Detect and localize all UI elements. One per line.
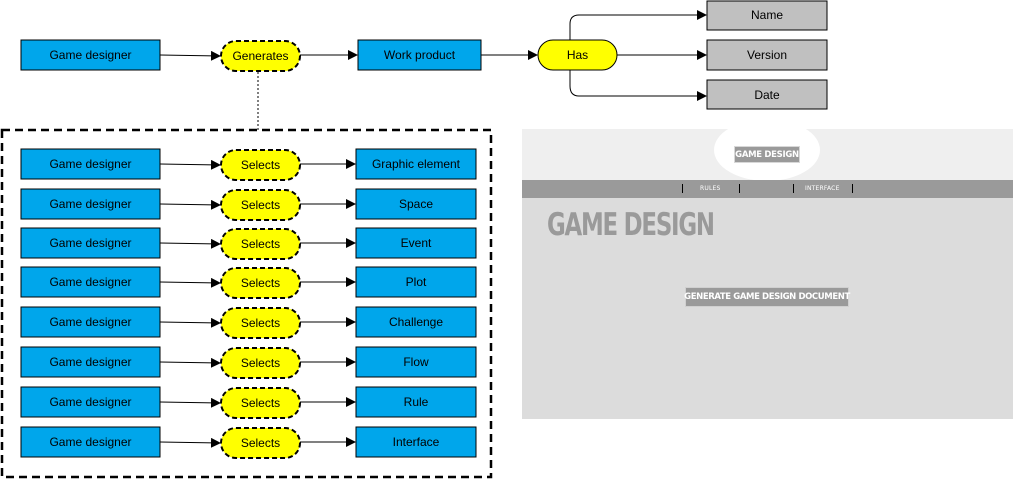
mockup-page-title: GAME DESIGN: [547, 207, 715, 243]
row-target-label: Flow: [403, 355, 429, 369]
edge-has-name: [569, 10, 707, 40]
row-actor-label: Game designer: [49, 315, 131, 329]
row-selects-node: Selects: [220, 307, 301, 339]
generates-node: Generates: [220, 40, 301, 72]
row-selects-label: Selects: [241, 316, 280, 330]
row-actor-node: Game designer: [20, 188, 161, 220]
row-actor-label: Game designer: [49, 236, 131, 250]
edge-actor-selects: [159, 357, 221, 368]
row-target-label: Interface: [393, 435, 440, 449]
row-target-label: Space: [399, 197, 433, 211]
row-actor-label: Game designer: [49, 197, 131, 211]
selection-row: Game designer Selects Flow: [20, 346, 477, 379]
generate-document-button[interactable]: GENERATE GAME DESIGN DOCUMENT: [684, 287, 850, 307]
row-actor-node: Game designer: [20, 148, 161, 180]
attribute-name-node: Name: [706, 0, 828, 31]
edge-actor-selects: [159, 317, 221, 328]
top-actor-label: Game designer: [49, 48, 131, 62]
row-selects-label: Selects: [241, 356, 280, 370]
row-selects-node: Selects: [220, 347, 301, 379]
attribute-date-label: Date: [754, 88, 780, 102]
selection-row: Game designer Selects Graphic element: [20, 148, 477, 181]
attribute-version-label: Version: [747, 48, 787, 62]
nav-item-interface[interactable]: INTERFACE: [805, 185, 840, 192]
row-actor-node: Game designer: [20, 426, 161, 458]
row-target-node: Event: [355, 227, 477, 259]
edge-actor-selects: [159, 277, 221, 288]
nav-item-rules[interactable]: RULES: [700, 185, 721, 192]
row-actor-label: Game designer: [49, 355, 131, 369]
row-selects-node: Selects: [220, 189, 301, 221]
row-actor-label: Game designer: [49, 435, 131, 449]
attribute-date-node: Date: [706, 79, 828, 110]
edge-actor-selects: [159, 199, 221, 210]
row-selects-label: Selects: [241, 276, 280, 290]
edge-actor-selects: [159, 437, 221, 448]
has-label: Has: [567, 48, 588, 62]
mockup-nav-bar: RULES INTERFACE: [522, 180, 1013, 198]
edge-actor-selects: [159, 397, 221, 408]
row-target-node: Flow: [355, 346, 477, 378]
edge-actor-generates: [159, 50, 221, 61]
row-target-label: Challenge: [389, 315, 443, 329]
nav-separator: [739, 184, 740, 193]
selection-group-frame: [0, 128, 493, 479]
row-actor-node: Game designer: [20, 266, 161, 298]
row-selects-node: Selects: [220, 228, 301, 260]
row-selects-node: Selects: [220, 267, 301, 299]
row-actor-node: Game designer: [20, 227, 161, 259]
selection-row: Game designer Selects Rule: [20, 386, 477, 419]
row-target-node: Plot: [355, 266, 477, 298]
row-target-node: Interface: [355, 426, 477, 458]
nav-separator: [793, 184, 794, 193]
top-actor-node: Game designer: [20, 39, 161, 71]
row-target-node: Rule: [355, 386, 477, 418]
row-selects-node: Selects: [220, 387, 301, 419]
mockup-logo-label[interactable]: GAME DESIGN: [734, 146, 800, 163]
row-actor-label: Game designer: [49, 275, 131, 289]
row-actor-label: Game designer: [49, 157, 131, 171]
row-selects-label: Selects: [241, 396, 280, 410]
nav-separator: [852, 184, 853, 193]
attribute-name-label: Name: [751, 8, 783, 22]
row-target-label: Graphic element: [372, 157, 461, 171]
row-target-node: Graphic element: [355, 148, 477, 180]
row-target-label: Rule: [404, 395, 429, 409]
row-actor-node: Game designer: [20, 386, 161, 418]
has-node: Has: [537, 39, 618, 71]
row-actor-node: Game designer: [20, 306, 161, 338]
work-product-node: Work product: [357, 39, 482, 71]
attribute-version-node: Version: [706, 39, 828, 71]
row-actor-label: Game designer: [49, 395, 131, 409]
row-selects-node: Selects: [220, 149, 301, 181]
nav-separator: [682, 184, 683, 193]
row-target-label: Event: [401, 236, 432, 250]
selection-row: Game designer Selects Space: [20, 188, 477, 221]
selection-row: Game designer Selects Plot: [20, 266, 477, 299]
edge-actor-selects: [159, 238, 221, 249]
row-selects-label: Selects: [241, 198, 280, 212]
row-actor-node: Game designer: [20, 346, 161, 378]
edge-has-date: [569, 70, 707, 101]
row-selects-node: Selects: [220, 427, 301, 459]
row-selects-label: Selects: [241, 436, 280, 450]
game-design-mockup: GAME DESIGN RULES INTERFACE GAME DESIGN …: [522, 119, 1013, 419]
row-selects-label: Selects: [241, 237, 280, 251]
row-target-label: Plot: [406, 275, 427, 289]
selection-row: Game designer Selects Interface: [20, 426, 477, 459]
selection-row: Game designer Selects Challenge: [20, 306, 477, 339]
selection-row: Game designer Selects Event: [20, 227, 477, 260]
work-product-label: Work product: [384, 48, 456, 62]
row-selects-label: Selects: [241, 158, 280, 172]
row-target-node: Challenge: [355, 306, 477, 338]
edge-actor-selects: [159, 159, 221, 170]
row-target-node: Space: [355, 188, 477, 220]
generates-label: Generates: [232, 49, 288, 63]
